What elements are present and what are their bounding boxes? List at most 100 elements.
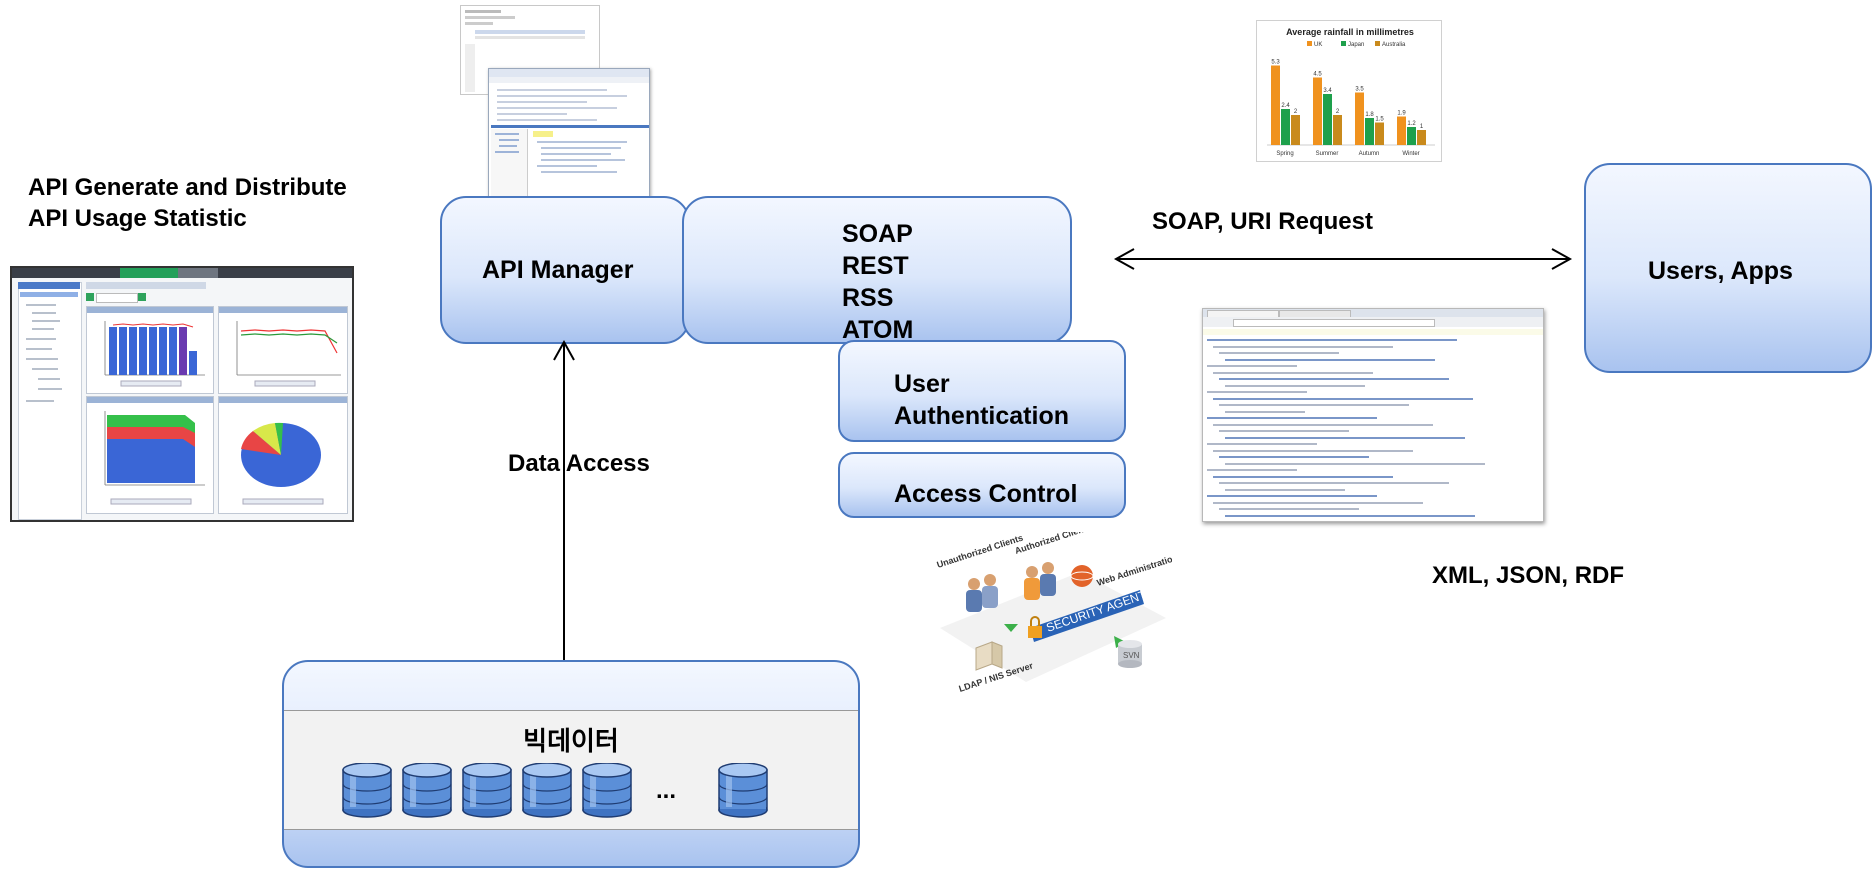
xml-line xyxy=(1207,469,1297,471)
api-manager-box: API Manager xyxy=(440,196,690,344)
left-caption: API Generate and Distribute API Usage St… xyxy=(28,172,347,234)
web-globe-icon xyxy=(1070,565,1094,587)
xml-line xyxy=(1219,508,1359,510)
users-apps-box: Users, Apps xyxy=(1584,163,1872,373)
database-icon xyxy=(342,762,392,824)
user-authentication-line2: Authentication xyxy=(894,402,1069,430)
xml-line xyxy=(1225,384,1365,387)
unauthorized-clients-icon xyxy=(966,574,998,612)
legend-swatch xyxy=(1375,41,1380,46)
xml-line xyxy=(1225,462,1485,465)
bar-japan-winter xyxy=(1407,127,1416,145)
bar-uk-autumn xyxy=(1355,92,1364,145)
bar-uk-winter xyxy=(1397,116,1406,145)
api-manager-label: API Manager xyxy=(482,256,634,284)
data-access-label: Data Access xyxy=(508,450,650,477)
bar-japan-spring xyxy=(1281,109,1290,145)
xml-line xyxy=(1219,456,1369,458)
legend-swatch xyxy=(1341,41,1346,46)
xml-line xyxy=(1207,417,1377,419)
data-label: 4.5 xyxy=(1313,72,1322,78)
protocol-soap: SOAP xyxy=(842,220,913,248)
xml-line xyxy=(1207,495,1377,497)
data-label: 1.8 xyxy=(1365,112,1374,118)
data-label: 1.2 xyxy=(1407,121,1416,127)
dashboard-bar-chart xyxy=(104,321,205,387)
left-caption-line2: API Usage Statistic xyxy=(28,205,247,232)
bar-uk-summer xyxy=(1313,77,1322,145)
data-label: 2 xyxy=(1294,109,1298,115)
data-label: 3.4 xyxy=(1323,88,1332,94)
svn-database-icon: SVN xyxy=(1118,640,1142,668)
server-icon xyxy=(975,641,1003,671)
access-control-label: Access Control xyxy=(894,480,1078,508)
database-icon xyxy=(522,762,572,824)
xml-line xyxy=(1219,378,1449,380)
category-label: Winter xyxy=(1402,151,1419,157)
data-label: 2 xyxy=(1336,109,1340,115)
bar-uk-spring xyxy=(1271,65,1280,145)
xml-line xyxy=(1213,345,1393,348)
data-access-arrow xyxy=(553,339,575,660)
category-label: Spring xyxy=(1276,151,1293,157)
bar-australia-winter xyxy=(1417,130,1426,145)
database-icon xyxy=(582,762,632,824)
access-control-box: Access Control xyxy=(838,452,1126,518)
protocol-atom: ATOM xyxy=(842,316,914,344)
xml-line xyxy=(1225,488,1345,491)
xml-line xyxy=(1219,482,1449,484)
bar-australia-autumn xyxy=(1375,122,1384,145)
bigdata-box: 빅데이터 ... xyxy=(282,660,860,868)
data-label: 1.5 xyxy=(1375,117,1384,123)
bar-australia-summer xyxy=(1333,115,1342,145)
bigdata-title: 빅데이터 xyxy=(523,726,619,756)
unauthorized-clients-label: Unauthorized Clients xyxy=(936,533,1025,570)
authorized-clients-label: Authorized Clients xyxy=(1014,532,1093,556)
bar-japan-autumn xyxy=(1365,118,1374,145)
protocol-rss: RSS xyxy=(842,284,894,312)
data-label: 1 xyxy=(1420,124,1424,130)
xml-line xyxy=(1207,391,1307,393)
xml-line xyxy=(1219,430,1349,432)
protocols-box: SOAP REST RSS ATOM xyxy=(682,196,1072,344)
database-icon xyxy=(402,762,452,824)
xml-line xyxy=(1225,436,1465,439)
protocol-list: SOAP REST RSS ATOM xyxy=(842,218,913,346)
data-label: 2.4 xyxy=(1281,103,1290,109)
dashboard-area-chart xyxy=(104,411,205,505)
user-authentication-line1: User xyxy=(894,370,950,398)
legend-label: Australia xyxy=(1382,42,1406,48)
security-agent-illustration: Unauthorized Clients Authorized Clients … xyxy=(936,532,1172,694)
xml-line xyxy=(1213,371,1373,374)
xml-line xyxy=(1219,404,1409,406)
xml-line xyxy=(1213,423,1433,426)
data-label: 3.5 xyxy=(1355,87,1364,93)
bar-japan-summer xyxy=(1323,94,1332,145)
xml-line xyxy=(1207,339,1457,341)
rainfall-chart-title: Average rainfall in millimetres xyxy=(1286,27,1414,37)
category-label: Summer xyxy=(1316,151,1339,157)
svn-label: SVN xyxy=(1123,651,1140,660)
authorized-clients-icon xyxy=(1024,562,1056,600)
xml-line xyxy=(1207,365,1297,367)
database-icon xyxy=(718,762,768,824)
bigdata-inner-panel: 빅데이터 ... xyxy=(284,710,858,830)
data-label: 1.9 xyxy=(1397,111,1406,117)
security-agent-bar xyxy=(1030,590,1144,642)
request-label: SOAP, URI Request xyxy=(1152,208,1373,235)
request-arrow xyxy=(1113,248,1573,270)
xml-line xyxy=(1213,449,1413,452)
protocol-rest: REST xyxy=(842,252,909,280)
browser-xml-screenshot xyxy=(1202,308,1544,522)
database-icon xyxy=(462,762,512,824)
xml-line xyxy=(1225,358,1435,361)
bar-australia-spring xyxy=(1291,115,1300,145)
legend-swatch xyxy=(1307,41,1312,46)
arrow-icon xyxy=(1004,624,1018,632)
usage-dashboard-screenshot xyxy=(10,266,354,522)
category-label: Autumn xyxy=(1359,151,1380,157)
xml-line xyxy=(1213,397,1473,400)
user-authentication-box: User Authentication xyxy=(838,340,1126,442)
formats-label: XML, JSON, RDF xyxy=(1432,562,1625,589)
